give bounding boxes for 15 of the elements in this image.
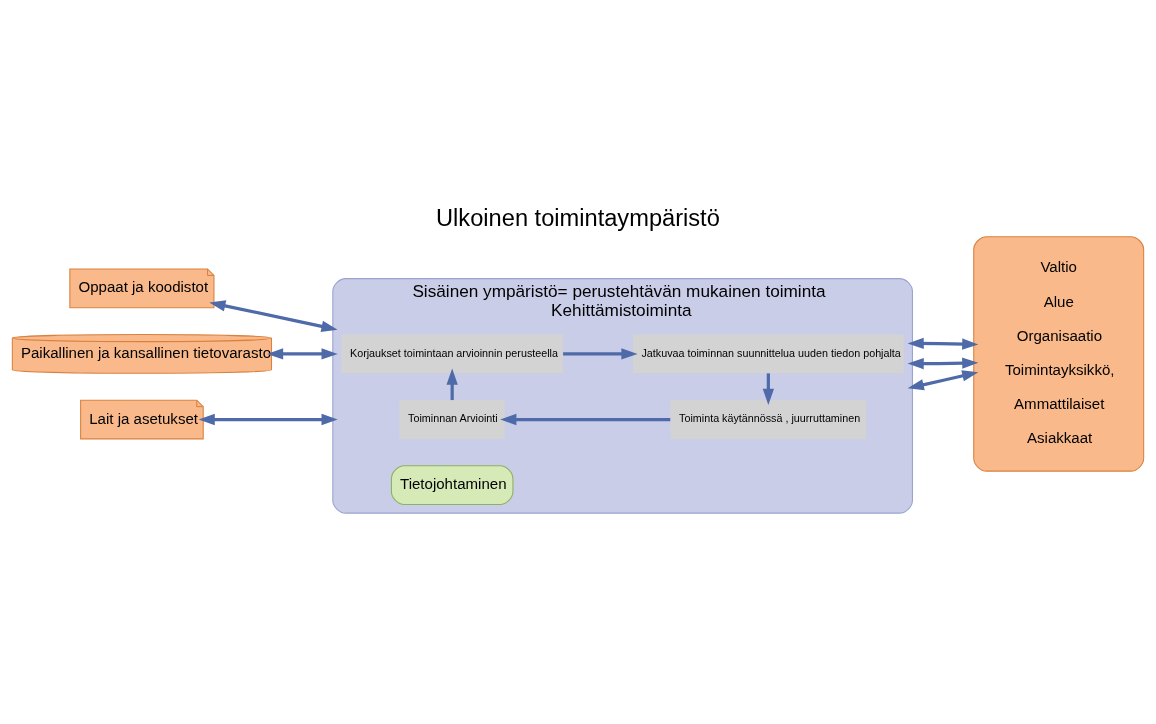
arrow bbox=[907, 357, 979, 370]
node-box: Korjaukset toimintaan arvioinnin perusteella bbox=[341, 334, 563, 374]
arrow bbox=[209, 300, 338, 332]
arrow bbox=[907, 370, 979, 391]
arrow bbox=[198, 413, 338, 426]
node-box: Toiminnan Arviointi bbox=[399, 400, 505, 439]
diagram-title: Ulkoinen toimintaympäristö bbox=[436, 204, 720, 231]
node-box: Jatkuvaa toiminnan suunnittelua uuden tiedon pohjalta bbox=[632, 334, 904, 374]
arrow bbox=[266, 348, 338, 360]
arrow bbox=[907, 337, 979, 350]
node-box: Toiminta käytännössä , juurruttaminen bbox=[670, 400, 867, 439]
node-box: Valtio Alue Organisaatio Toimintayksikkö, Ammattilaiset Asiakkaat bbox=[973, 236, 1145, 472]
arrow bbox=[500, 413, 671, 426]
node-box: Tietojohtaminen bbox=[390, 465, 514, 506]
arrow bbox=[563, 348, 638, 360]
